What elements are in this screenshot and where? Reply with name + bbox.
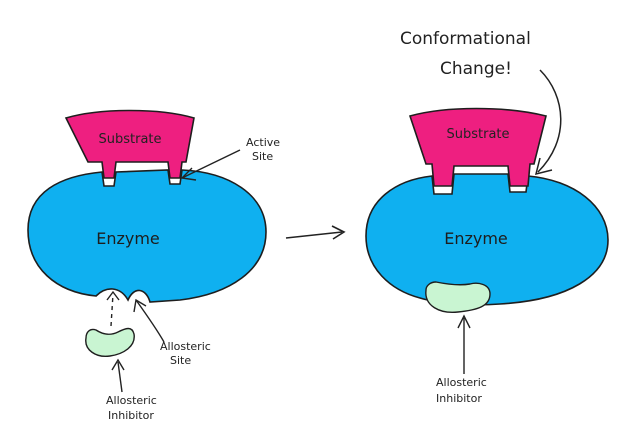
conformational-label-line1: Conformational xyxy=(400,29,531,49)
inhibitor-shape-after xyxy=(425,281,491,313)
inhibitor-pointer-before xyxy=(117,361,123,393)
allosteric-site-pointer-head xyxy=(133,298,147,313)
inhibitor-label-before-line1: Allosteric xyxy=(106,394,157,407)
right-arrow-icon xyxy=(285,225,346,240)
conformational-pointer-head xyxy=(534,157,553,176)
after-panel: Substrate Enzyme Conformational Change! … xyxy=(365,29,609,405)
inhibitor-shape-before xyxy=(85,327,135,357)
inhibitor-pointer-after-head xyxy=(457,314,471,329)
enzyme-shape-after xyxy=(365,173,609,306)
before-panel: Substrate Enzyme Active Site Allosteric … xyxy=(27,109,280,422)
inhibitor-label-after-line2: Inhibitor xyxy=(436,392,482,405)
conformational-label-line2: Change! xyxy=(440,59,512,79)
inhibitor-label-before-line2: Inhibitor xyxy=(108,409,154,422)
active-site-label-line1: Active xyxy=(246,136,280,149)
allosteric-site-pointer xyxy=(135,299,165,343)
active-site-pointer-head xyxy=(180,167,197,181)
inhibitor-pointer-before-head xyxy=(111,358,125,371)
substrate-shape-after xyxy=(408,107,547,187)
allosteric-site-label-line2: Site xyxy=(170,354,191,367)
enzyme-shape-before xyxy=(27,169,267,303)
binding-path-dashed xyxy=(110,293,114,327)
enzyme-label-before: Enzyme xyxy=(96,229,160,248)
substrate-label-after: Substrate xyxy=(446,127,509,142)
binding-path-head xyxy=(106,290,120,301)
substrate-label-before: Substrate xyxy=(98,132,161,147)
active-site-pointer xyxy=(181,149,241,179)
allosteric-site-label-line1: Allosteric xyxy=(160,340,211,353)
enzyme-label-after: Enzyme xyxy=(444,229,508,248)
active-site-label-line2: Site xyxy=(252,150,273,163)
conformational-pointer xyxy=(537,69,562,173)
substrate-shape-before xyxy=(64,109,195,179)
inhibitor-label-after-line1: Allosteric xyxy=(436,376,487,389)
